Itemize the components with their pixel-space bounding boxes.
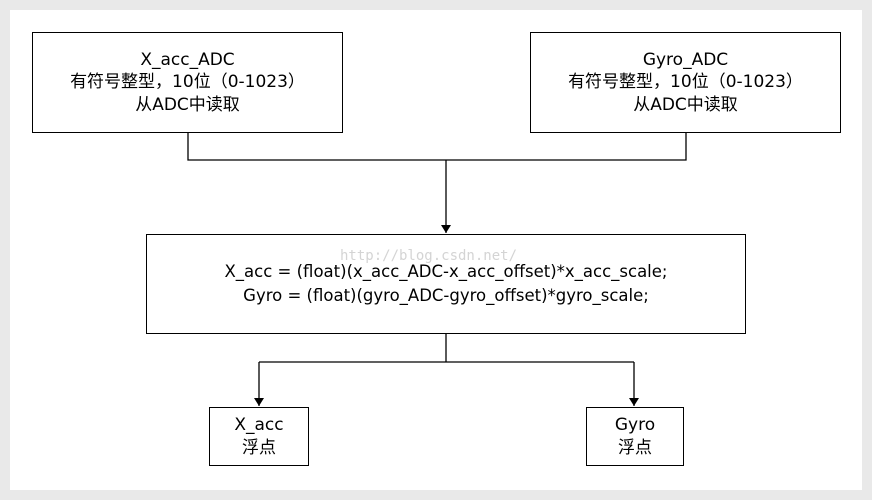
formula-line-gyro: Gyro = (float)(gyro_ADC-gyro_offset)*gyr… [243, 286, 649, 305]
node-x-acc-float: X_acc 浮点 [209, 407, 309, 466]
node-x-acc-adc: X_acc_ADC 有符号整型，10位（0-1023） 从ADC中读取 [32, 32, 343, 133]
node-x-acc-adc-type: 有符号整型，10位（0-1023） [70, 72, 305, 93]
edge-x-adc-merge [187, 133, 446, 161]
node-gyro-float-subtitle: 浮点 [618, 437, 652, 458]
node-gyro-adc-type: 有符号整型，10位（0-1023） [568, 72, 803, 93]
node-gyro-adc-title: Gyro_ADC [642, 50, 729, 71]
watermark-text: http://blog.csdn.net/ [340, 248, 518, 264]
node-gyro-adc: Gyro_ADC 有符号整型，10位（0-1023） 从ADC中读取 [530, 32, 841, 133]
formula-line-x-acc: X_acc = (float)(x_acc_ADC-x_acc_offset)*… [224, 262, 668, 282]
edge-gyro-adc-merge [446, 133, 687, 161]
node-x-acc-float-title: X_acc [234, 415, 284, 436]
node-gyro-adc-source: 从ADC中读取 [633, 94, 738, 115]
node-x-acc-adc-title: X_acc_ADC [140, 50, 235, 71]
node-x-acc-adc-source: 从ADC中读取 [135, 94, 240, 115]
node-formula: X_acc = (float)(x_acc_ADC-x_acc_offset)*… [146, 234, 746, 334]
node-gyro-float-title: Gyro [614, 415, 656, 436]
node-x-acc-float-subtitle: 浮点 [242, 437, 276, 458]
node-gyro-float: Gyro 浮点 [586, 407, 684, 466]
